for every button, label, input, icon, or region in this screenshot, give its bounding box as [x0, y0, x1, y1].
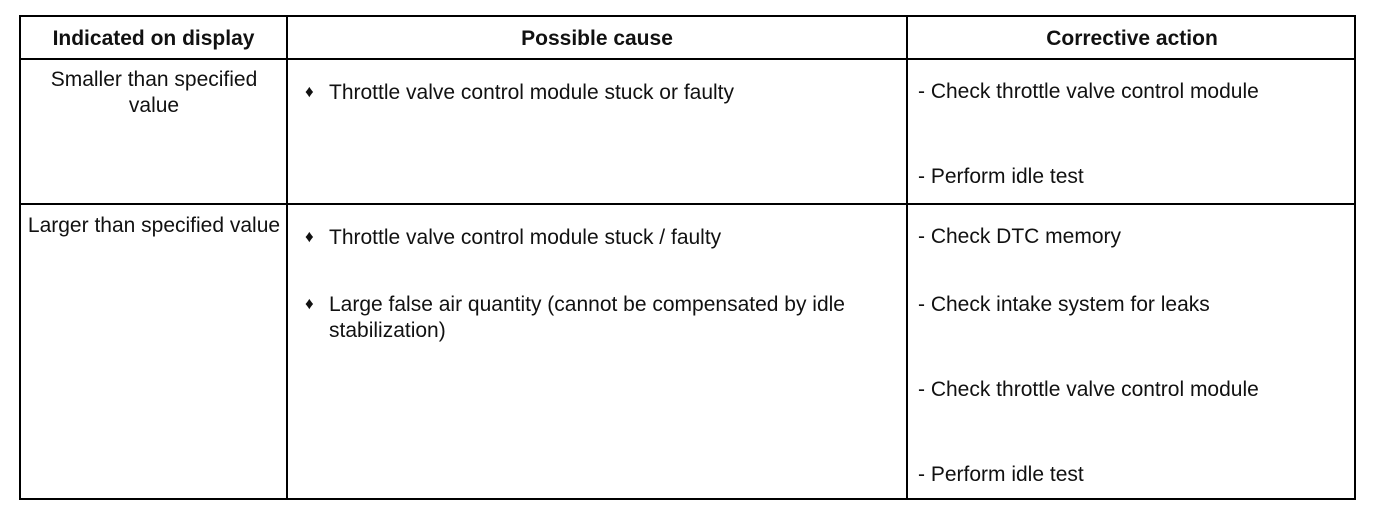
- bullet-icon: ♦: [305, 82, 314, 101]
- row1-indicated: Smaller than specified value: [50, 68, 258, 117]
- diagnosis-table: Indicated on display Possible cause Corr…: [19, 15, 1356, 500]
- bullet-icon: ♦: [305, 227, 314, 246]
- row2-cause-1: Throttle valve control module stuck / fa…: [329, 226, 722, 249]
- row2-cause-2: Large false air quantity (cannot be comp…: [329, 293, 845, 342]
- row2-action-1: - Check DTC memory: [918, 225, 1122, 248]
- bullet-icon: ♦: [305, 294, 314, 313]
- row1-action-2: - Perform idle test: [918, 165, 1084, 188]
- column-divider-1: [286, 17, 288, 498]
- row1-action-1: - Check throttle valve control module: [918, 80, 1259, 103]
- row2-action-3: - Check throttle valve control module: [918, 378, 1259, 401]
- column-divider-2: [906, 17, 908, 498]
- row2-indicated: Larger than specified value: [27, 214, 281, 237]
- header-divider: [21, 58, 1354, 60]
- header-possible-cause: Possible cause: [521, 27, 673, 50]
- header-corrective-action: Corrective action: [1046, 27, 1218, 50]
- row-divider: [21, 203, 1354, 205]
- header-indicated-on-display: Indicated on display: [52, 27, 255, 50]
- row2-action-2: - Check intake system for leaks: [918, 293, 1210, 316]
- row2-action-4: - Perform idle test: [918, 463, 1084, 486]
- row1-cause-1: Throttle valve control module stuck or f…: [329, 81, 735, 104]
